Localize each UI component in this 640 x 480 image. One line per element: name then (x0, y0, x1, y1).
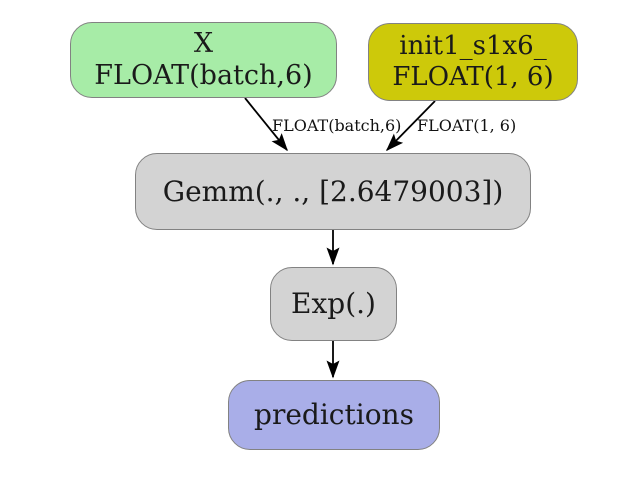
node-output-label: predictions (254, 398, 414, 432)
node-exp-label: Exp(.) (291, 287, 376, 321)
node-initializer-name: init1_s1x6_ (399, 31, 547, 62)
edge-label-float-batch-6: FLOAT(batch,6) (272, 116, 402, 135)
node-input-x-type: FLOAT(batch,6) (94, 60, 313, 91)
node-initializer-init1-s1x6: init1_s1x6_ FLOAT(1, 6) (368, 23, 578, 101)
node-input-x-name: X (193, 28, 214, 60)
edge-x-to-gemm (244, 97, 288, 152)
node-exp-operator: Exp(.) (270, 267, 397, 341)
node-initializer-type: FLOAT(1, 6) (392, 62, 554, 92)
edge-init-to-gemm (385, 100, 436, 152)
node-gemm-label: Gemm(., ., [2.6479003]) (162, 174, 504, 208)
node-gemm-operator: Gemm(., ., [2.6479003]) (135, 153, 531, 230)
node-output-predictions: predictions (228, 380, 440, 450)
node-input-x: X FLOAT(batch,6) (70, 22, 337, 98)
edge-label-float-1-6: FLOAT(1, 6) (417, 116, 517, 135)
